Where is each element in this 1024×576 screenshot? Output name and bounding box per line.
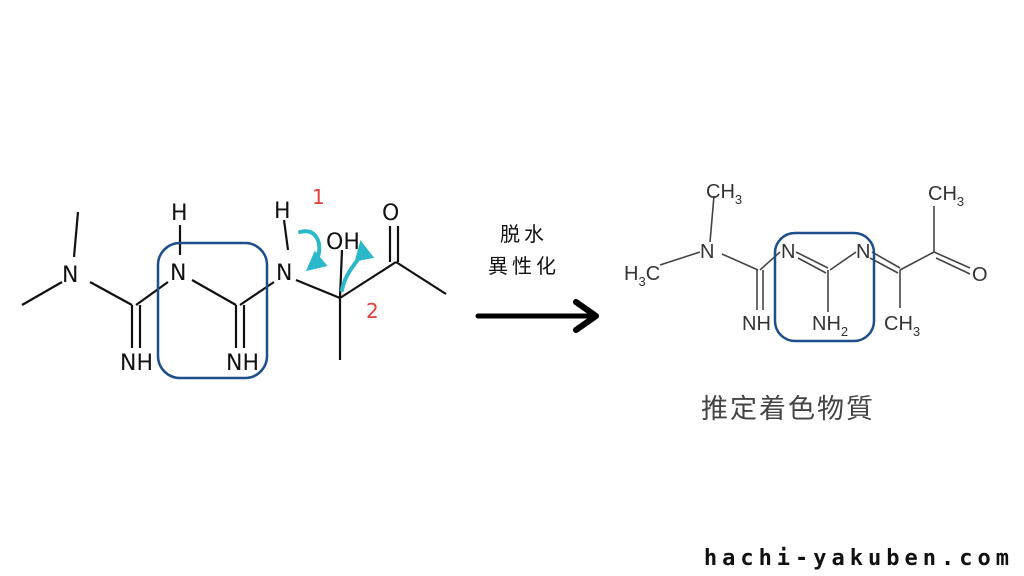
hydroxyl-label: OH (326, 230, 360, 255)
step-number-2: 2 (366, 299, 379, 323)
nitrogen-label: N (700, 241, 714, 263)
nitrogen-label: N (170, 261, 186, 286)
right-molecule: CH3 H3C N N N CH3 O NH NH2 CH3 推定着色物質 (624, 181, 988, 425)
hydrogen-label: H (274, 199, 291, 224)
curved-arrows (298, 229, 375, 292)
oxygen-label: O (972, 264, 988, 286)
site-url: hachi-yakuben.com (703, 546, 1014, 571)
nitrogen-label: N (856, 241, 870, 263)
methyl-label: CH3 (706, 181, 742, 207)
left-molecule: H H N N N OH O NH NH 1 2 (21, 185, 447, 380)
caption-estimated-colored-substance: 推定着色物質 (701, 394, 875, 425)
amine-nh2-label: NH2 (812, 313, 848, 339)
hydrogen-label: H (171, 201, 188, 226)
methyl-label: CH3 (928, 183, 964, 209)
oxygen-label: O (382, 201, 399, 226)
arrow-right-icon (573, 299, 599, 333)
left-atom-labels: H H N N N OH O NH NH (62, 199, 399, 376)
reaction-arrow: 脱水 異性化 (475, 222, 599, 333)
arrow-label-dehydration: 脱水 (500, 222, 548, 246)
right-atom-labels: CH3 H3C N N N CH3 O NH NH2 CH3 (624, 181, 988, 339)
highlight-box-left (156, 241, 269, 380)
methyl-label: CH3 (884, 313, 920, 339)
arrow-label-isomerization: 異性化 (488, 254, 560, 278)
nitrogen-label: N (781, 241, 795, 263)
curved-arrow-icon (340, 240, 375, 292)
nitrogen-label: N (276, 261, 292, 286)
curved-arrow-icon (298, 229, 328, 272)
highlight-box-right (773, 231, 876, 343)
nitrogen-label: N (62, 263, 78, 288)
methyl-label: H3C (624, 263, 660, 289)
imine-nh-label: NH (120, 351, 153, 376)
imine-nh-label: NH (226, 351, 259, 376)
imine-nh-label: NH (742, 313, 771, 335)
step-number-1: 1 (312, 185, 325, 209)
right-bonds (659, 195, 971, 312)
left-bonds (21, 211, 447, 360)
